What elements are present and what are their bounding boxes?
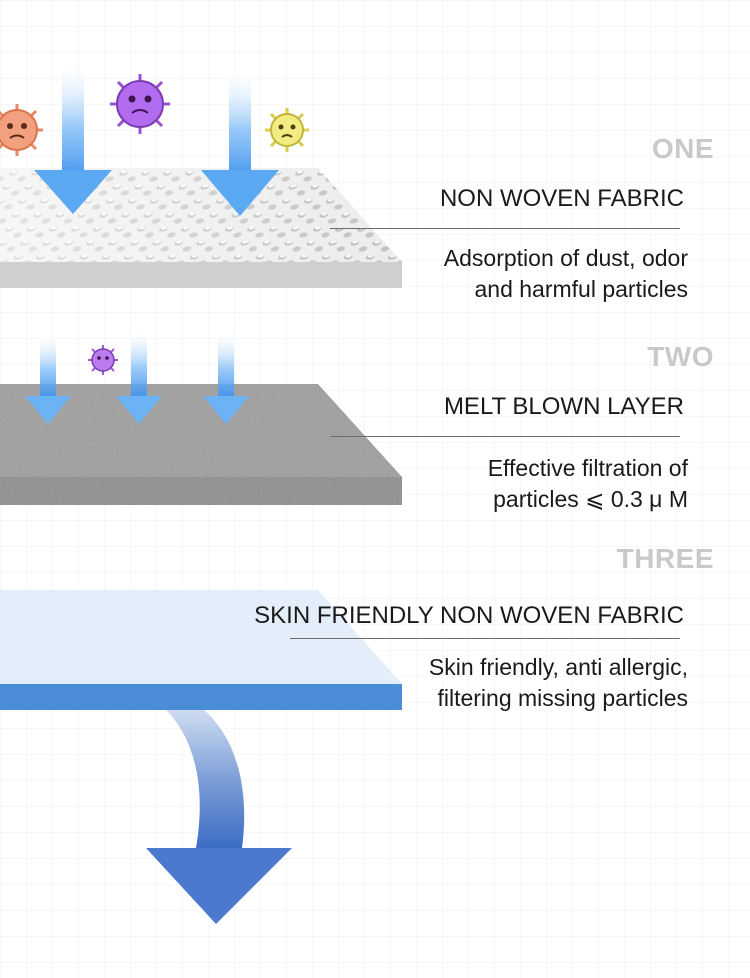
layer-number-label: TWO xyxy=(647,341,714,372)
curved-arrow-down-icon xyxy=(146,710,292,924)
layer-description: Adsorption of dust, odor and harmful par… xyxy=(444,243,688,305)
non-woven-fabric-layer xyxy=(0,168,402,288)
germ-icon xyxy=(0,104,43,156)
layer-description-line: particles ⩽ 0.3 μ M xyxy=(493,486,688,512)
layer-description: Effective filtration of particles ⩽ 0.3 … xyxy=(488,453,688,515)
arrow-down-icon xyxy=(203,334,249,424)
layer-description-line: Skin friendly, anti allergic, xyxy=(428,654,688,680)
divider xyxy=(330,436,680,437)
layer-name: SKIN FRIENDLY NON WOVEN FABRIC xyxy=(254,602,684,629)
melt-blown-layer xyxy=(0,384,402,505)
arrow-down-icon xyxy=(116,332,162,424)
germ-icon xyxy=(88,345,118,375)
layer-description-line: Adsorption of dust, odor xyxy=(443,245,688,271)
germ-icon xyxy=(265,108,309,152)
layer-name: NON WOVEN FABRIC xyxy=(439,185,684,212)
arrow-down-icon xyxy=(34,66,112,214)
layer-description-line: filtering missing particles xyxy=(437,685,688,711)
arrow-down-icon xyxy=(201,72,279,216)
layer-description-line: Effective filtration of xyxy=(487,455,688,481)
skin-friendly-layer xyxy=(0,590,402,710)
divider xyxy=(290,638,680,639)
layer-name: MELT BLOWN LAYER xyxy=(443,393,684,420)
arrow-down-icon xyxy=(25,336,71,424)
layer-number-label: ONE xyxy=(651,133,714,164)
layer-description: Skin friendly, anti allergic, filtering … xyxy=(429,652,688,714)
layer-number-label: THREE xyxy=(616,543,714,574)
germ-icon xyxy=(110,74,170,134)
layer-description-line: and harmful particles xyxy=(474,276,689,302)
divider xyxy=(330,228,680,229)
